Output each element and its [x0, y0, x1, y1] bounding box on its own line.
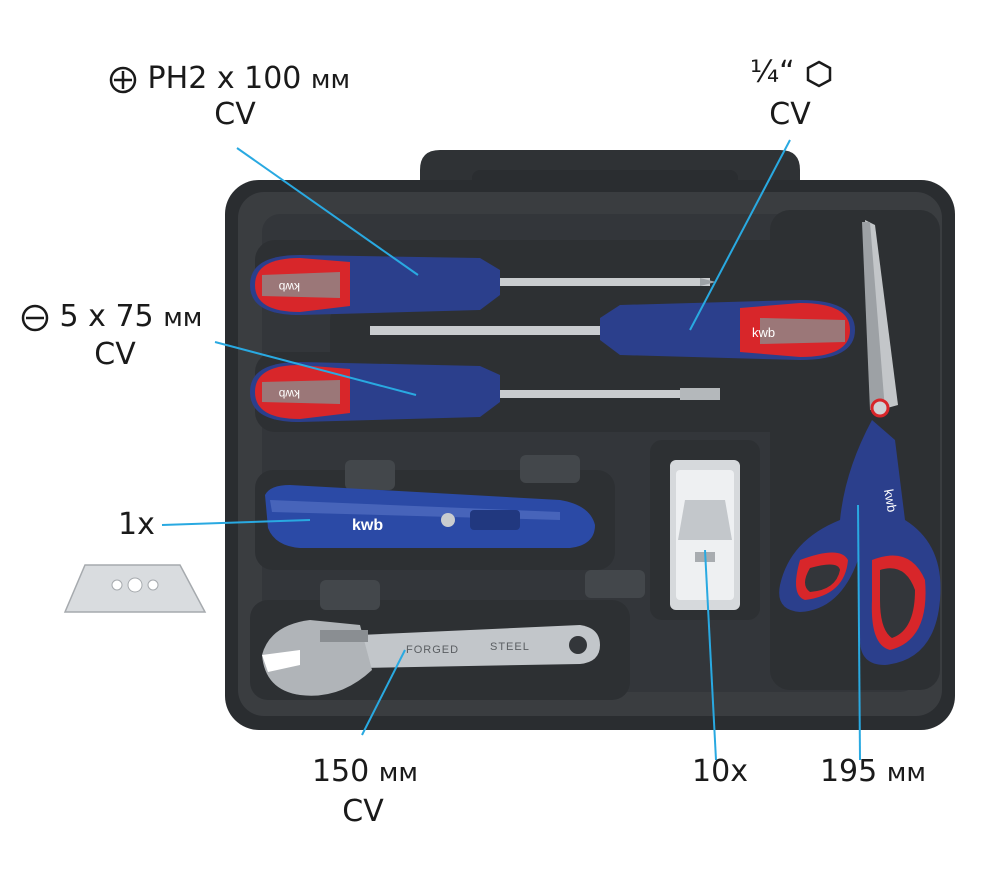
brand-mark: kwb	[352, 517, 383, 534]
bit-holder-screwdriver: kwb	[370, 300, 855, 360]
label-slotted: 5 x 75 мм	[20, 300, 202, 335]
blades-qty: 10x	[692, 754, 748, 789]
spare-blade	[63, 564, 207, 613]
hex-bit-size: ¼“	[750, 55, 795, 90]
label-phillips: PH2 x 100 мм	[108, 62, 350, 97]
brand-mark: kwb	[278, 280, 300, 294]
brand-mark: kwb	[752, 325, 775, 340]
label-wrench: 150 мм	[300, 755, 430, 790]
label-phillips-material: CV	[205, 98, 265, 132]
label-blades: 10x	[680, 755, 760, 789]
slotted-unit: мм	[163, 303, 203, 333]
leader-line-hex-bit	[689, 139, 791, 331]
scissors-unit: мм	[886, 758, 927, 788]
utility-knife: kwb	[265, 485, 595, 548]
slotted-screwdriver: kwb	[250, 362, 720, 422]
slotted-size: 5 x 75	[59, 299, 154, 334]
leader-line-scissors	[857, 504, 861, 761]
wrench-text-steel: STEEL	[490, 641, 530, 653]
label-wrench-material: CV	[333, 795, 393, 829]
phillips-material: CV	[214, 97, 256, 132]
label-hex-bit: ¼“	[750, 56, 834, 90]
blade-pack	[670, 460, 740, 610]
hex-bit-material: CV	[769, 97, 811, 132]
label-knife: 1x	[118, 508, 155, 542]
slotted-material: CV	[94, 337, 136, 372]
leader-line-slotted	[214, 341, 417, 396]
phillips-unit: мм	[310, 65, 351, 95]
wrench-material: CV	[342, 794, 384, 829]
hexagon-symbol	[806, 60, 832, 87]
leader-line-blades	[704, 549, 717, 761]
leader-line-phillips	[236, 147, 419, 276]
label-scissors: 195 мм	[808, 755, 938, 790]
label-slotted-material: CV	[85, 338, 145, 372]
phillips-cross-symbol	[109, 66, 137, 93]
leader-line-knife	[161, 519, 311, 526]
knife-qty: 1x	[118, 507, 155, 542]
slotted-minus-symbol	[21, 304, 49, 331]
leader-line-wrench	[361, 649, 406, 736]
phillips-size: PH2 x 100	[147, 61, 302, 96]
scissors-size: 195	[819, 754, 878, 789]
wrench-text-forged: FORGED	[406, 644, 459, 656]
leader-lines	[161, 139, 861, 761]
label-hex-bit-material: CV	[760, 98, 820, 132]
wrench-size: 150	[311, 754, 370, 789]
adjustable-wrench: FORGED STEEL	[262, 620, 600, 696]
phillips-screwdriver: kwb	[250, 255, 716, 315]
scissors: kwb	[779, 220, 941, 665]
brand-mark: kwb	[278, 387, 300, 401]
wrench-unit: мм	[378, 758, 419, 788]
brand-mark: kwb	[881, 488, 900, 513]
